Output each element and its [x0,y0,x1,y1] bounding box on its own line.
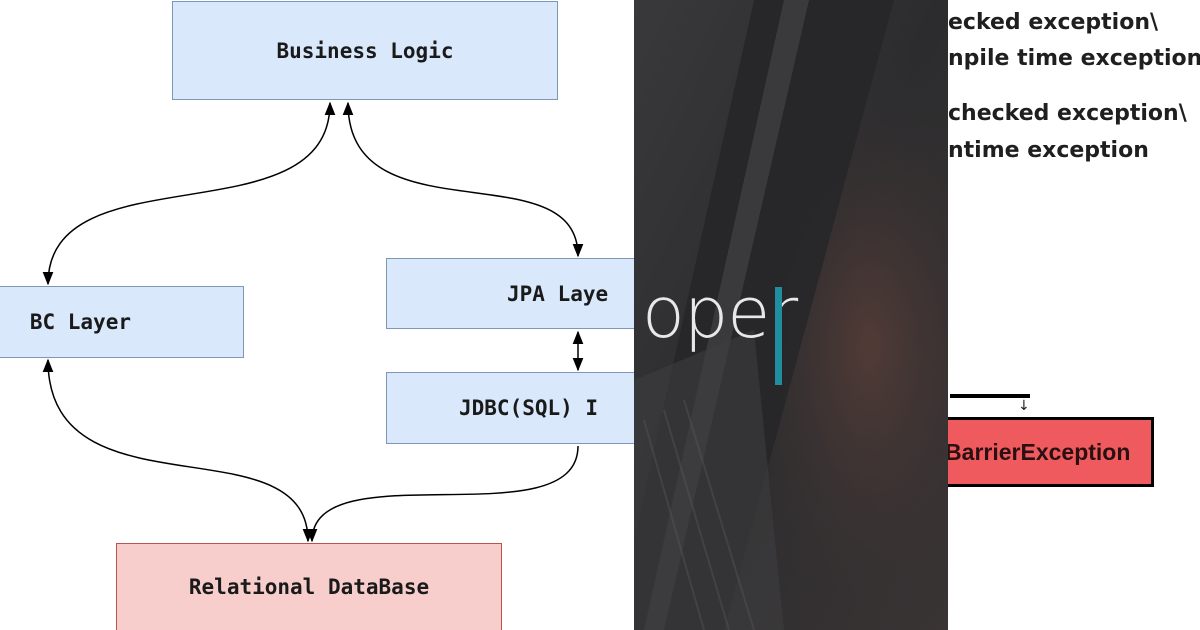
developer-banner: oper [634,0,948,630]
unchecked-exception-label: checked exception\ [948,101,1187,126]
connector-business-jdbc [42,101,336,286]
connector-jdbc-database [42,358,314,543]
barrier-exception-box: nBarrierException [948,417,1154,487]
architecture-diagram: Business Logic BC Layer JPA Laye JDBC(SQ… [0,0,634,630]
hierarchy-connector-line [950,394,1030,398]
banner-wordmark: oper [642,272,798,354]
jdbc-sql-layer-node: JDBC(SQL) I [386,372,634,444]
text-cursor-bar [775,287,782,385]
business-logic-node: Business Logic [172,1,558,100]
connector-jdbcsql-database [306,445,579,543]
connector-business-jpa [342,101,584,258]
arrow-down-icon: ↓ [1018,398,1030,414]
checked-exception-label: ecked exception\ [948,10,1159,35]
relational-database-node: Relational DataBase [116,543,502,630]
laptop-photo-background [634,0,948,630]
diagram-connectors [42,101,584,543]
jpa-layer-node: JPA Laye [386,258,634,329]
runtime-exception-label: ntime exception [948,138,1149,163]
compile-time-exception-label: npile time exception [948,46,1200,71]
jdbc-layer-node: BC Layer [0,286,244,358]
exception-hierarchy: ecked exception\ npile time exception ch… [948,0,1200,630]
